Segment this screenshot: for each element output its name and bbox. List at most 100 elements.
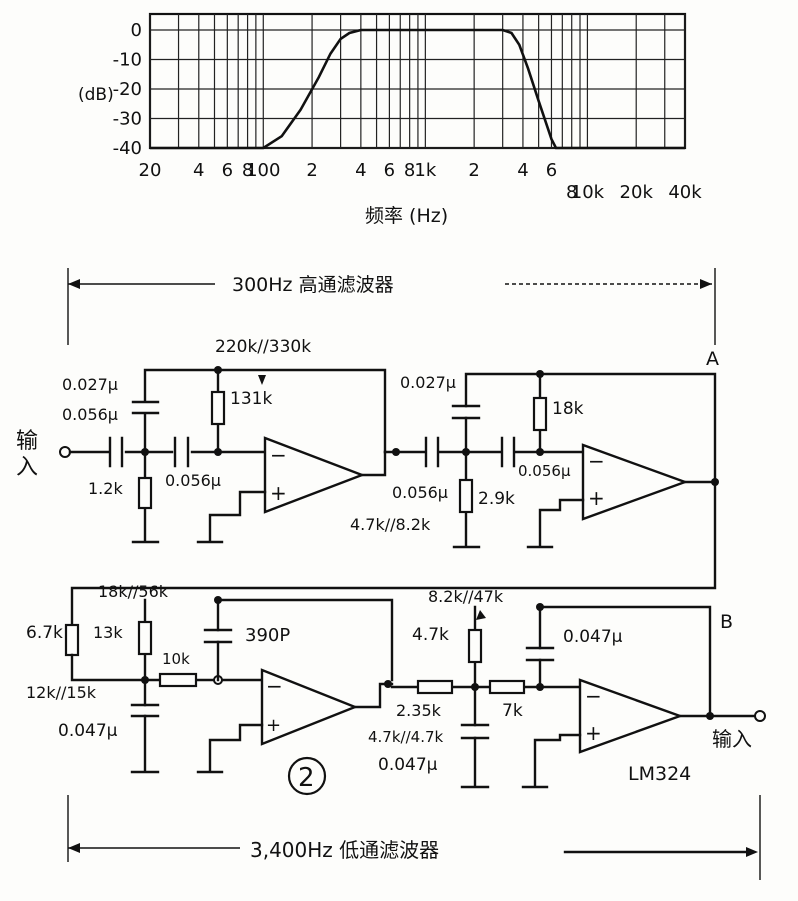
lp-label-r82k: 8.2k//47k xyxy=(428,587,504,606)
lp-label-390p: 390P xyxy=(245,625,290,646)
lp-point-b: B xyxy=(720,611,733,633)
hp-opamp2-plus: + xyxy=(588,486,605,510)
lp-arrow-left xyxy=(68,843,80,853)
x-tick-label: 2 xyxy=(468,160,479,181)
lp-r1-resistor xyxy=(64,623,80,657)
hp-label-131k: 131k xyxy=(230,389,272,409)
x-tick-label: 8 xyxy=(566,182,577,203)
lp-label-r47k47k: 4.7k//4.7k xyxy=(368,728,444,746)
x-tick-label: 6 xyxy=(546,160,557,181)
x-tick-label: 2 xyxy=(306,160,317,181)
y-tick-labels: 0-10-20-30-40 xyxy=(113,20,142,159)
lp-output-label: 输入 xyxy=(712,727,752,751)
series-line-0 xyxy=(150,28,685,150)
lp-opamp1-minus: − xyxy=(266,674,283,698)
hp-c1-capacitor xyxy=(108,436,124,468)
hp-c5-capacitor xyxy=(500,436,516,468)
lp-output-node xyxy=(706,712,714,720)
lp-feedback-wire-2 xyxy=(538,605,712,717)
hp-c2-capacitor xyxy=(173,436,190,468)
lp-label-13k: 13k xyxy=(93,623,123,642)
chart-grid xyxy=(149,14,686,149)
lp-title: 3,400Hz 低通滤波器 xyxy=(250,838,439,862)
hp-opamp-2 xyxy=(581,443,689,521)
hp-label-18k: 18k xyxy=(552,399,584,419)
figure-number-circle xyxy=(287,756,327,796)
y-tick-label: -40 xyxy=(113,138,142,159)
y-tick-label: -20 xyxy=(113,79,142,100)
hp-c3-capacitor xyxy=(131,400,160,415)
lp-opamp2-minus: − xyxy=(585,684,602,708)
lp-output-terminal xyxy=(754,710,766,722)
lp-link-wire xyxy=(70,480,717,627)
x-tick-label: 6 xyxy=(384,160,395,181)
series-group xyxy=(150,28,685,150)
y-tick-label: 0 xyxy=(131,20,142,41)
x-tick-label: 4 xyxy=(355,160,366,181)
lp-r3-resistor xyxy=(137,620,153,656)
hp-feedback-wire-2 xyxy=(464,372,717,482)
lp-opamp1-plus: + xyxy=(266,715,281,736)
x-tick-label: 20 xyxy=(139,160,162,181)
figure-number: 2 xyxy=(298,763,315,793)
hp-opamp1-minus: − xyxy=(270,443,287,467)
hp-input-label-2: 入 xyxy=(16,455,38,480)
x-tick-label: 8 xyxy=(404,160,415,181)
hp-label-c056d: 0.056μ xyxy=(392,483,448,502)
lp-label-67k: 6.7k xyxy=(26,623,63,643)
lp-opamp2-plus: + xyxy=(585,721,602,745)
hp-opamp-1 xyxy=(263,436,366,514)
hp-label-r47k: 4.7k//8.2k xyxy=(350,515,431,534)
lp-r6-resistor xyxy=(467,628,483,664)
hp-title: 300Hz 高通滤波器 xyxy=(232,274,394,296)
lp-opamp-1 xyxy=(260,668,359,746)
lp-label-c047b: 0.047μ xyxy=(563,627,623,647)
hp-input-terminal xyxy=(59,446,71,458)
lp-r6-arrow xyxy=(476,610,486,620)
lp-label-r18k: 18k//56k xyxy=(98,582,169,601)
x-tick-label: 6 xyxy=(222,160,233,181)
hp-label-r12k: 1.2k xyxy=(88,479,123,498)
lp-c3-capacitor xyxy=(460,723,490,740)
hp-opamp1-plus-wire xyxy=(208,490,267,542)
lp-opamp1-plus-wire xyxy=(208,723,264,772)
hp-arrow-left xyxy=(68,279,80,289)
y-axis-label: (dB) xyxy=(78,85,114,105)
lp-arrow-right xyxy=(746,847,758,857)
hp-r3-resistor xyxy=(532,396,548,432)
x-tick-label: 40k xyxy=(668,182,702,203)
hp-point-a: A xyxy=(706,348,719,370)
lp-c4-capacitor xyxy=(525,646,555,662)
lp-label-235k: 2.35k xyxy=(396,701,442,720)
hp-opamp1-out-wire xyxy=(360,450,387,477)
lp-label-10k: 10k xyxy=(162,650,190,668)
lp-label-c047c: 0.047μ xyxy=(378,755,438,775)
hp-label-c027: 0.027μ xyxy=(62,375,118,394)
hp-opamp1-plus: + xyxy=(270,481,287,505)
hp-arrow-right xyxy=(700,279,712,289)
hp-r1-resistor xyxy=(137,476,153,510)
hp-opamp2-minus: − xyxy=(588,449,605,473)
lp-c2-capacitor xyxy=(203,628,233,644)
x-tick-label: 8 xyxy=(242,160,253,181)
y-tick-label: -10 xyxy=(113,50,142,71)
lp-label-c047: 0.047μ xyxy=(58,721,118,741)
hp-label-c027b: 0.027μ xyxy=(400,373,456,392)
x-tick-label: 4 xyxy=(193,160,204,181)
lp-label-47k: 4.7k xyxy=(412,625,449,645)
lowpass-section: − + − + B 输入 LM324 2 18 xyxy=(26,480,766,880)
hp-label-29k: 2.9k xyxy=(478,489,515,509)
x-axis-label: 频率 (Hz) xyxy=(365,205,448,227)
x-tick-label: 10k xyxy=(571,182,605,203)
lp-r5-resistor xyxy=(488,679,526,695)
x-tick-label: 1k xyxy=(414,160,436,181)
hp-r4-resistor xyxy=(458,478,474,514)
x-tick-label: 4 xyxy=(517,160,528,181)
hp-input-label-1: 输 xyxy=(16,429,38,454)
lp-node-4 xyxy=(384,680,392,688)
hp-feedback-wire-1 xyxy=(143,368,387,454)
